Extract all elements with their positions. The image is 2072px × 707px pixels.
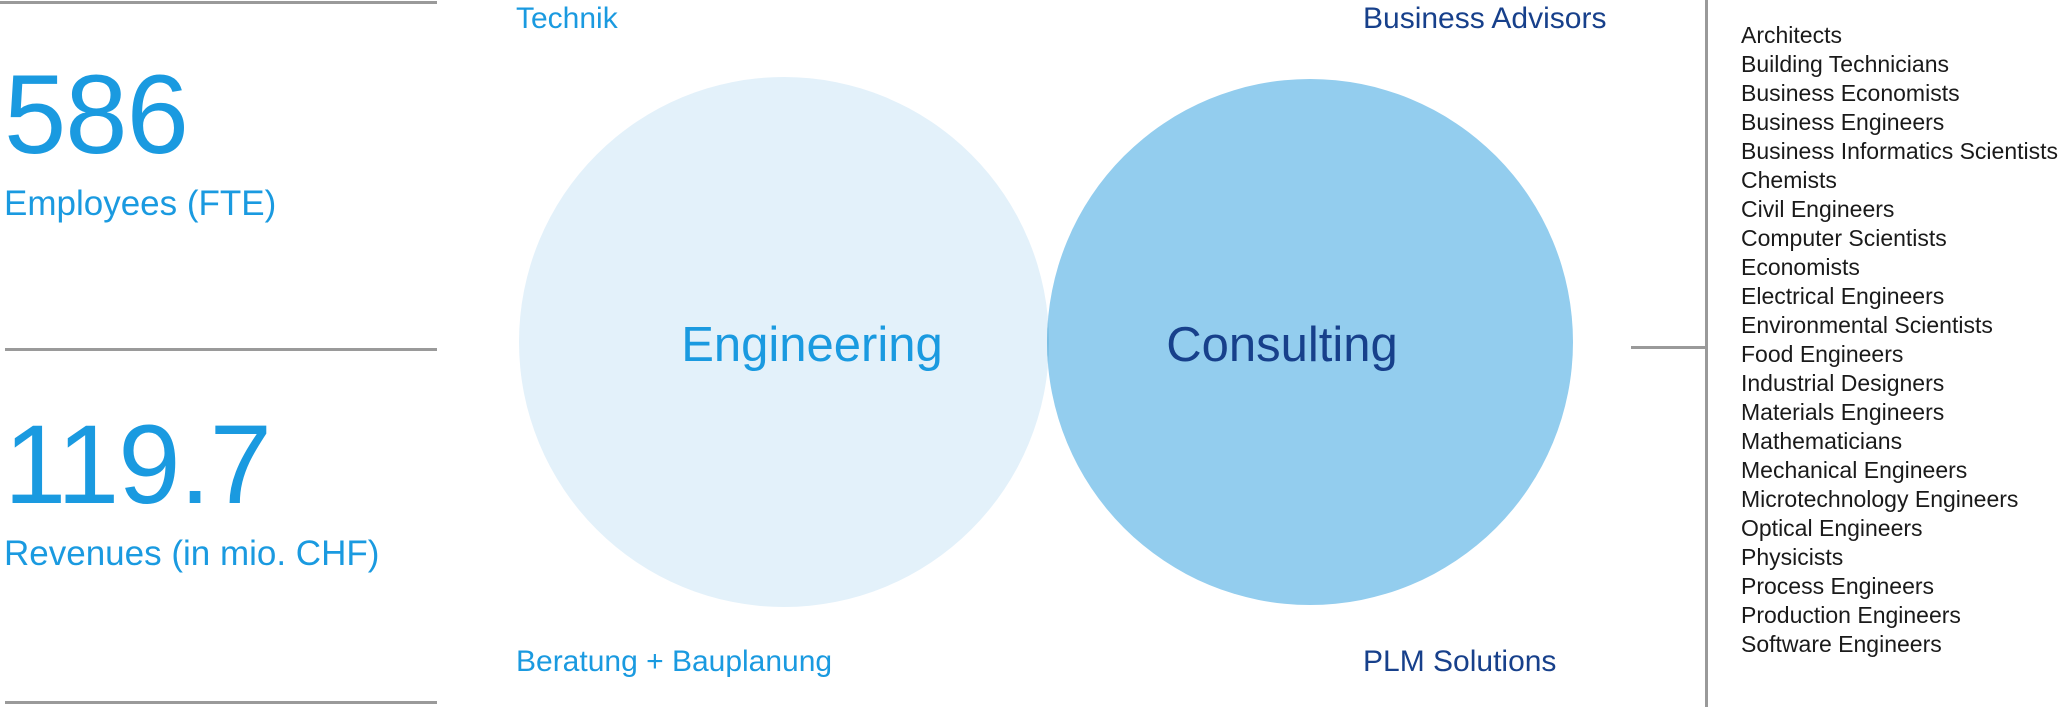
venn-circles-graphic: [519, 77, 1573, 607]
list-item: Production Engineers: [1741, 602, 1961, 628]
divider-top: [0, 1, 437, 4]
connector-line-horizontal: [1631, 346, 1708, 349]
venn-circle-consulting: [1047, 79, 1573, 605]
list-item: Industrial Designers: [1741, 370, 1945, 396]
list-item: Environmental Scientists: [1741, 312, 1993, 338]
venn-corner-label-technik: Technik: [516, 2, 618, 35]
list-item: Business Informatics Scientists: [1741, 138, 2059, 164]
list-item: Software Engineers: [1741, 631, 1942, 657]
list-item: Materials Engineers: [1741, 399, 1945, 425]
stat-value-employees: 586: [4, 52, 189, 177]
venn-corner-label-beratung-bauplanung: Beratung + Bauplanung: [516, 645, 833, 678]
list-item: Physicists: [1741, 544, 1844, 570]
stat-block-employees: 586 Employees (FTE): [4, 52, 277, 224]
venn-label-engineering: Engineering: [681, 318, 943, 372]
list-item: Mechanical Engineers: [1741, 457, 1968, 483]
list-item: Economists: [1741, 254, 1860, 280]
divider-middle: [5, 348, 437, 351]
stat-block-revenues: 119.7 Revenues (in mio. CHF): [4, 402, 380, 574]
venn-diagram: Engineering Consulting Technik Business …: [516, 2, 1607, 678]
list-item: Mathematicians: [1741, 428, 1903, 454]
stat-label-revenues: Revenues (in mio. CHF): [4, 534, 380, 574]
list-item: Electrical Engineers: [1741, 283, 1945, 309]
venn-label-consulting: Consulting: [1166, 318, 1398, 372]
divider-bottom: [5, 701, 437, 704]
list-item: Process Engineers: [1741, 573, 1935, 599]
list-item: Computer Scientists: [1741, 225, 1947, 251]
venn-corner-label-business-advisors: Business Advisors: [1363, 2, 1607, 35]
key-figures-panel: 586 Employees (FTE) 119.7 Revenues (in m…: [0, 0, 440, 707]
stat-label-employees: Employees (FTE): [4, 184, 277, 224]
list-item: Optical Engineers: [1741, 515, 1923, 541]
venn-corner-label-plm-solutions: PLM Solutions: [1363, 645, 1557, 678]
list-item: Civil Engineers: [1741, 196, 1895, 222]
stat-value-revenues: 119.7: [4, 402, 272, 527]
connector-line-vertical: [1705, 0, 1708, 707]
list-item: Architects: [1741, 22, 1842, 48]
venn-circle-engineering: [519, 77, 1049, 607]
list-item: Chemists: [1741, 167, 1837, 193]
list-item: Business Engineers: [1741, 109, 1945, 135]
list-item: Microtechnology Engineers: [1741, 486, 2019, 512]
list-item: Food Engineers: [1741, 341, 1904, 367]
list-item: Building Technicians: [1741, 51, 1949, 77]
list-item: Business Economists: [1741, 80, 1960, 106]
